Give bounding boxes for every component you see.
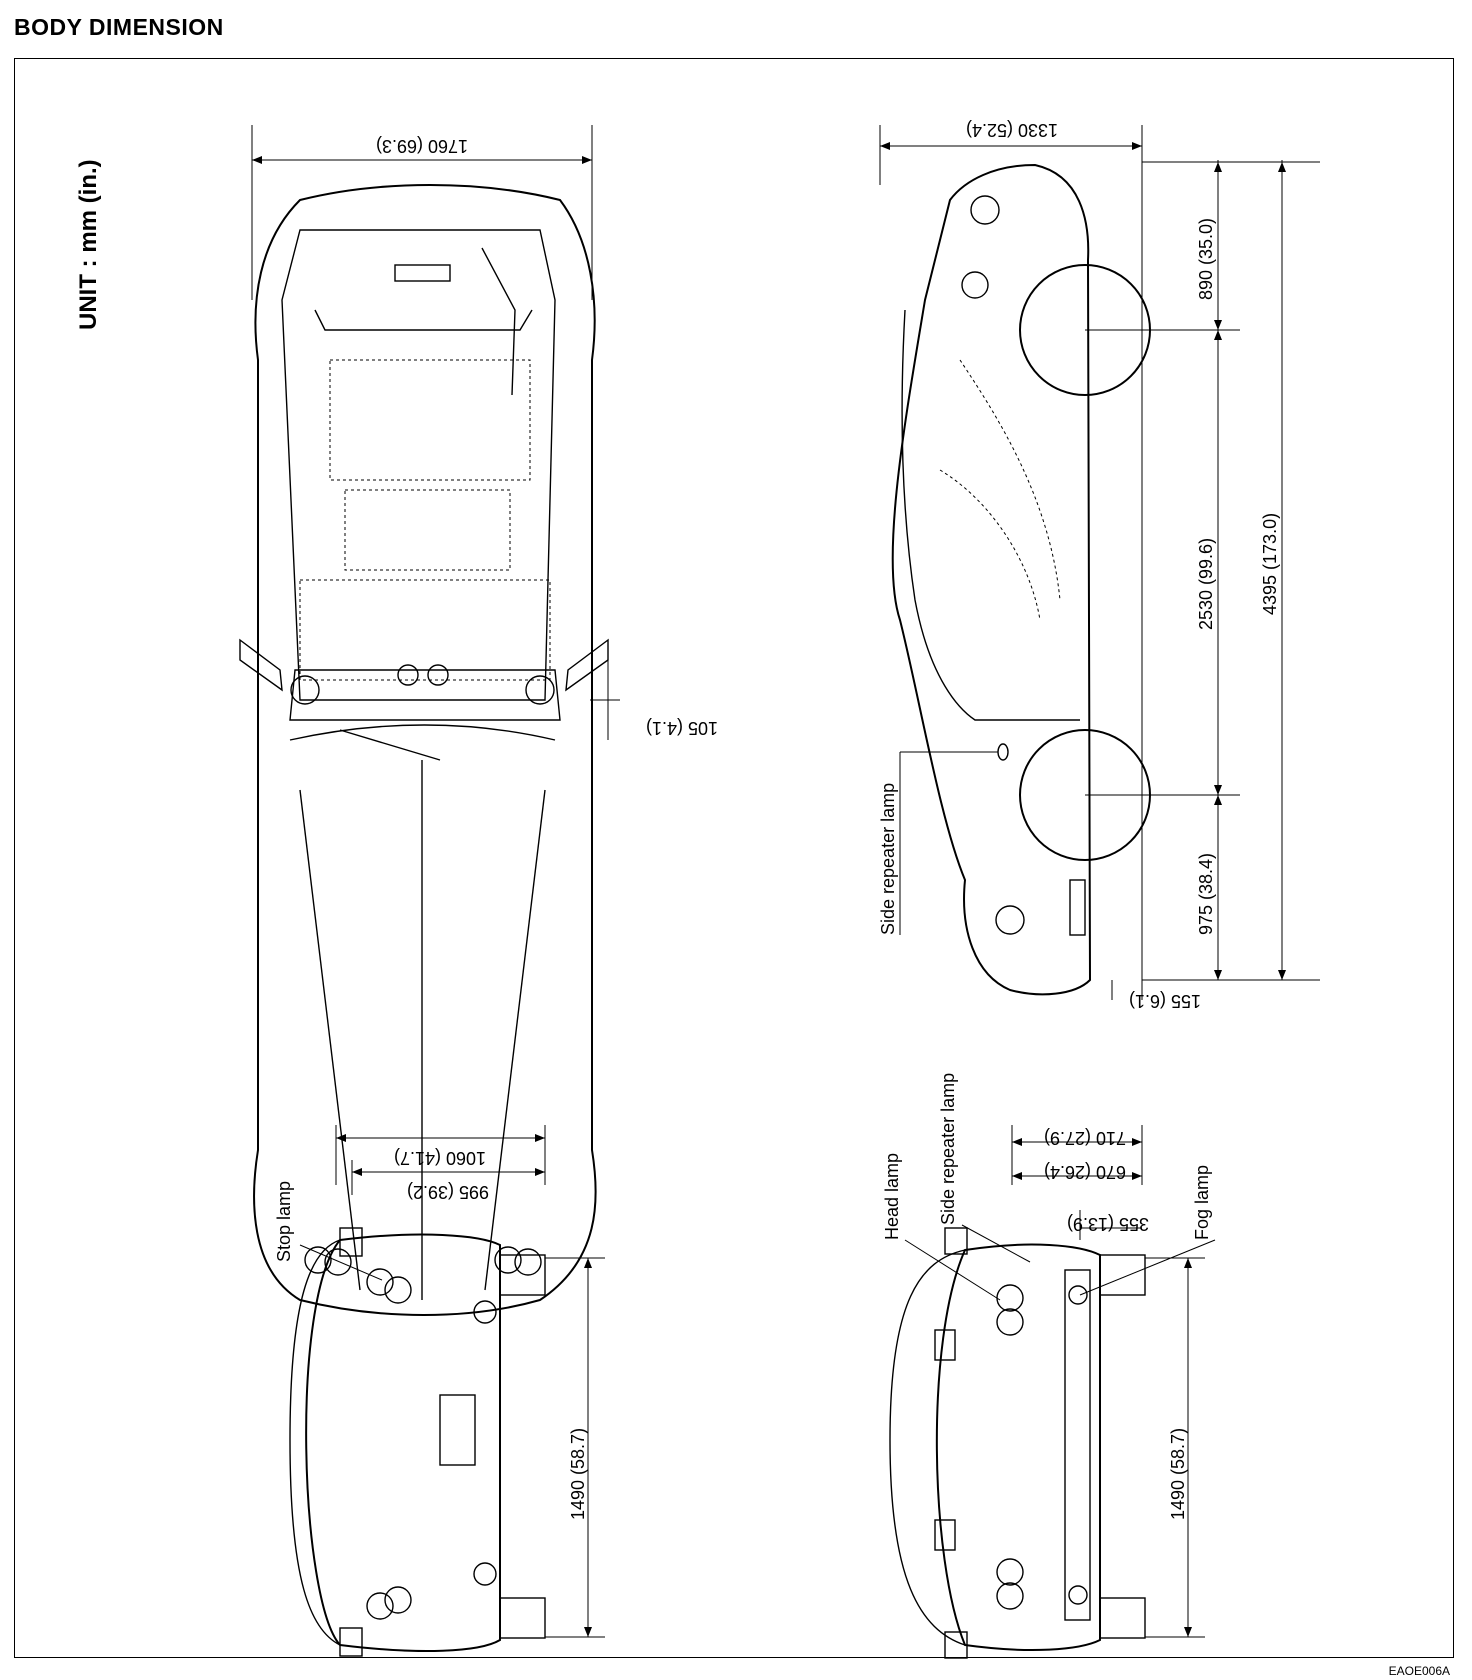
side-ground-clearance-dimension: 155 (6.1) [1129,991,1201,1011]
front-dim-a: 710 (27.9) [1044,1128,1126,1148]
stop-lamp-label: Stop lamp [274,1181,294,1262]
top-width-dimension: 1760 (69.3) [376,136,468,156]
side-height-dimension: 1330 (52.4) [966,120,1058,140]
rear-width-a-dimension: 1060 (41.7) [394,1148,486,1168]
figure-code: EAOE006A [1388,1664,1450,1678]
side-repeater-lamp-label: Side repeater lamp [878,783,898,935]
unit-label: UNIT : mm (in.) [75,159,102,330]
side-rear-overhang-dimension: 890 (35.0) [1196,218,1216,300]
diagram-frame [14,58,1454,1658]
rear-tread-dimension: 1490 (58.7) [568,1428,588,1520]
page-title: BODY DIMENSION [14,14,224,40]
front-side-repeater-lamp-label: Side repeater lamp [938,1073,958,1225]
rear-view: 1060 (41.7) 995 (39.2) 1490 (58.7) Stop … [274,1125,605,1657]
head-lamp-label: Head lamp [882,1153,902,1240]
side-wheelbase-dimension: 2530 (99.6) [1196,538,1216,630]
fog-lamp-label: Fog lamp [1192,1165,1212,1240]
top-view: 1760 (69.3) 105 (4.1) [239,125,718,1316]
side-overall-length-dimension: 4395 (173.0) [1260,513,1280,615]
top-mirror-offset-dimension: 105 (4.1) [646,718,718,738]
front-dim-c: 355 (13.9) [1067,1214,1149,1234]
front-dim-b: 670 (26.4) [1044,1162,1126,1182]
side-front-overhang-dimension: 975 (38.4) [1196,853,1216,935]
rear-width-b-dimension: 995 (39.2) [407,1182,489,1202]
front-view: 710 (27.9) 670 (26.4) 355 (13.9) 1490 (5… [882,1073,1216,1659]
side-view: 1330 (52.4) 890 (35.0) 2530 (99.6) 4395 [878,120,1320,1011]
front-tread-dimension: 1490 (58.7) [1168,1428,1188,1520]
